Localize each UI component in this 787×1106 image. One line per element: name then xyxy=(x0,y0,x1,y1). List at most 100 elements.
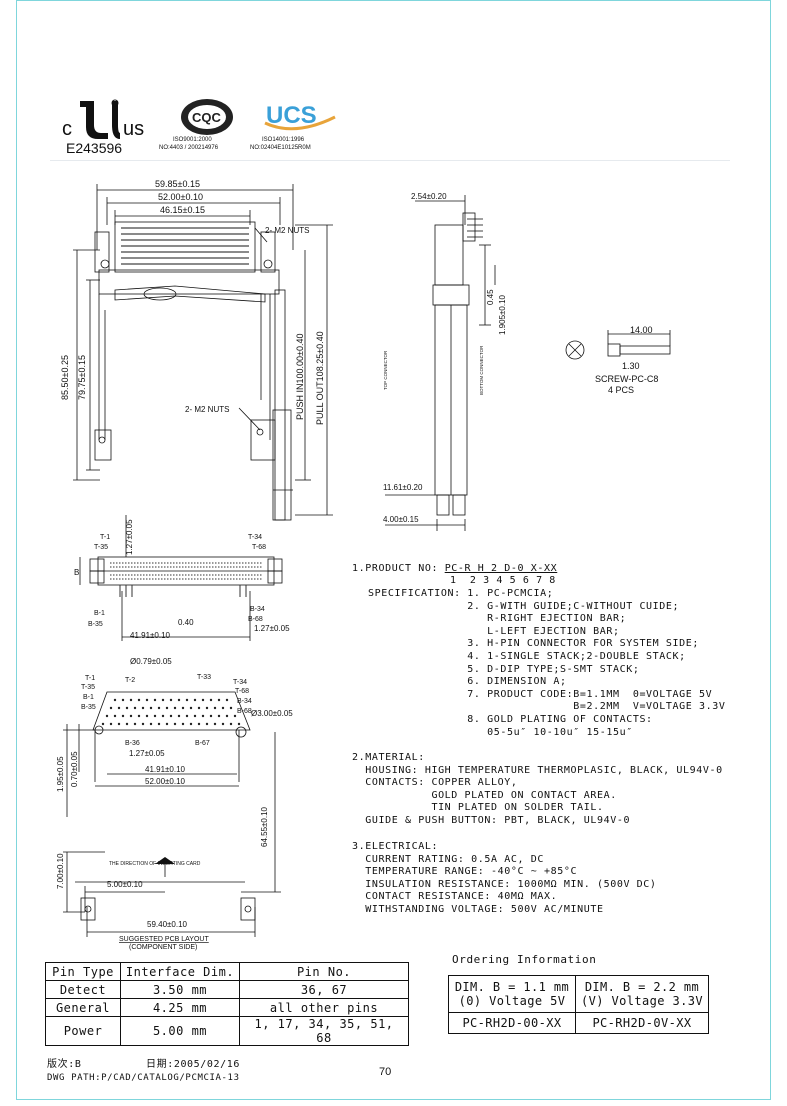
pcb-dim-500: 5.00±0.10 xyxy=(107,880,143,889)
front-dim-4191: 41.91±0.10 xyxy=(130,631,171,640)
pcb-b67: B-67 xyxy=(195,740,210,747)
table-cell: DIM. B = 2.2 mm(V) Voltage 3.3V xyxy=(575,975,709,1013)
ordering-col2-l2: (V) Voltage 3.3V xyxy=(581,994,703,1008)
product-no-code: PC-R H 2 D-0 X-XX xyxy=(444,563,558,574)
specification-list: SPECIFICATION: 1. PC-PCMCIA; 2. G-WITH G… xyxy=(368,588,726,739)
table-cell: Detect xyxy=(45,980,121,999)
pcb-dim-5940: 59.40±0.10 xyxy=(147,920,188,929)
electrical-line: INSULATION RESISTANCE: 1000MΩ MIN. (500V… xyxy=(352,878,657,890)
spec-line: 7. PRODUCT CODE:B=1.1MM 0=VOLTAGE 5V xyxy=(368,688,713,700)
height-7975: 79.75±0.15 xyxy=(77,355,87,400)
front-b-label: B xyxy=(74,568,79,577)
side-dim-045: 0.45 xyxy=(486,289,495,305)
pcb-dim-070: 0.70±0.05 xyxy=(70,751,79,787)
screw-length: 14.00 xyxy=(630,325,653,335)
spec-line: 4. 1-SINGLE STACK;2-DOUBLE STACK; xyxy=(368,650,686,662)
pcb-t68: T-68 xyxy=(235,688,249,695)
table-header-cell: Pin Type xyxy=(45,962,121,981)
material-section: 2.MATERIAL: HOUSING: HIGH TEMPERATURE TH… xyxy=(352,752,723,828)
pcb-caption-2: (COMPONENT SIDE) xyxy=(129,944,197,951)
electrical-title: 3.ELECTRICAL: xyxy=(352,841,439,852)
spec-line: 8. GOLD PLATING OF CONTACTS: xyxy=(368,713,653,725)
pcb-caption-1: SUGGESTED PCB LAYOUT xyxy=(119,936,209,943)
side-dim-400: 4.00±0.15 xyxy=(383,515,419,524)
footer-path: DWG PATH:P/CAD/CATALOG/PCMCIA-13 xyxy=(47,1073,240,1083)
pcb-dim-700: 7.00±0.10 xyxy=(56,853,65,889)
ucs-iso: ISO14001:1996 xyxy=(262,137,305,143)
ucs-mark: UCS xyxy=(266,102,317,129)
side-dim-1905: 1.905±0.10 xyxy=(498,294,507,335)
cqc-no: NO:4403 / 200214976 xyxy=(159,145,219,151)
spec-line: B=2.2MM V=VOLTAGE 3.3V xyxy=(368,701,726,713)
electrical-section: 3.ELECTRICAL: CURRENT RATING: 0.5A AC, D… xyxy=(352,841,657,917)
nuts-label-bottom: 2- M2 NUTS xyxy=(185,405,229,414)
pin-type-table: Pin Type Interface Dim. Pin No. Detect 3… xyxy=(45,962,409,1046)
electrical-line: TEMPERATURE RANGE: -40°C ~ +85°C xyxy=(352,866,578,878)
top-dim-5985: 59.85±0.15 xyxy=(155,179,200,189)
front-dim-040: 0.40 xyxy=(178,618,194,627)
ucs-logo-icon: UCS xyxy=(260,99,340,135)
nuts-label-top: 2- M2 NUTS xyxy=(265,226,309,235)
front-t68: T-68 xyxy=(252,544,266,551)
spec-line: 6. DIMENSION A; xyxy=(368,676,567,688)
spec-line: 5. D-DIP TYPE;S-SMT STACK; xyxy=(368,663,640,675)
footer-date: 日期:2005/02/16 xyxy=(146,1059,241,1070)
material-line: GUIDE & PUSH BUTTON: PBT, BLACK, UL94V-0 xyxy=(352,814,631,826)
footer-version: 版次:B xyxy=(47,1059,82,1070)
table-row: PC-RH2D-00-XX PC-RH2D-0V-XX xyxy=(448,1012,709,1034)
cqc-logo-icon: CQC xyxy=(181,99,233,135)
insert-direction-label: THE DIRECTION OF INSERTING CARD xyxy=(109,861,201,867)
top-view-drawing: 59.85±0.15 52.00±0.10 46.15±0.15 2- M2 N… xyxy=(60,179,333,521)
table-cell: PC-RH2D-0V-XX xyxy=(575,1012,709,1034)
top-dim-4615: 46.15±0.15 xyxy=(160,205,205,215)
pcb-layout-drawing: Ø0.79±0.05 T-1 T-35 B-1 B-35 T-2 T-33 T-… xyxy=(56,657,293,951)
pull-out-dim: PULL OUT108.25±0.40 xyxy=(315,331,325,425)
table-cell: 36, 67 xyxy=(239,980,409,999)
side-dim-1161: 11.61±0.20 xyxy=(383,483,423,492)
ordering-title: Ordering Information xyxy=(452,953,597,966)
pcb-dim-195: 1.95±0.05 xyxy=(56,756,65,792)
product-no-index: 1 2 3 4 5 6 7 8 xyxy=(450,575,556,586)
ordering-table: DIM. B = 1.1 mm(0) Voltage 5V DIM. B = 2… xyxy=(448,975,709,1034)
front-b35: B-35 xyxy=(88,621,103,628)
drawing-frame xyxy=(16,0,771,1100)
table-cell: General xyxy=(45,998,121,1017)
ucs-no: NO:02404E10125R0M xyxy=(250,145,311,151)
insert-direction-arrow-icon xyxy=(155,857,175,864)
electrical-line: WITHSTANDING VOLTAGE: 500V AC/MINUTE xyxy=(352,903,604,915)
electrical-line: CONTACT RESISTANCE: 40MΩ MAX. xyxy=(352,891,558,903)
front-t34: T-34 xyxy=(248,534,262,541)
ul-logo-icon: c us E243596 xyxy=(62,99,144,156)
table-row: DIM. B = 1.1 mm(0) Voltage 5V DIM. B = 2… xyxy=(448,975,709,1013)
spec-line: 3. H-PIN CONNECTOR FOR SYSTEM SIDE; xyxy=(368,638,700,650)
front-dim-127v: 1.27±0.05 xyxy=(125,519,134,555)
table-row: Power 5.00 mm 1, 17, 34, 35, 51, 68 xyxy=(45,1016,409,1046)
page-number: 70 xyxy=(379,1066,392,1078)
pcb-t34: T-34 xyxy=(233,679,247,686)
top-dim-5200: 52.00±0.10 xyxy=(158,192,203,202)
pcb-b36: B-36 xyxy=(125,740,140,747)
front-dim-127: 1.27±0.05 xyxy=(254,624,290,633)
pcb-b68: B-68 xyxy=(237,708,252,715)
screw-qty: 4 PCS xyxy=(608,385,634,395)
spec-line: R-RIGHT EJECTION BAR; xyxy=(368,613,627,625)
material-title: 2.MATERIAL: xyxy=(352,752,425,763)
spec-line: L-LEFT EJECTION BAR; xyxy=(368,625,620,637)
front-t1: T-1 xyxy=(100,534,110,541)
header-rule xyxy=(50,160,730,161)
cqc-iso: ISO9001:2000 xyxy=(173,137,212,143)
electrical-line: CURRENT RATING: 0.5A AC, DC xyxy=(352,853,544,865)
spec-line: 2. G-WITH GUIDE;C-WITHOUT CUIDE; xyxy=(368,600,680,612)
product-no-label: 1.PRODUCT NO: xyxy=(352,563,445,574)
front-view-drawing: 1.27±0.05 B T-1 T-35 T-34 T-68 B-1 B-35 … xyxy=(74,515,290,641)
bottom-connector-label: BOTTOM CONNECTOR xyxy=(479,345,484,395)
table-row: Detect 3.50 mm 36, 67 xyxy=(45,980,409,999)
pcb-b35: B-35 xyxy=(81,704,96,711)
ul-c-label: c xyxy=(62,118,72,140)
side-view-drawing: 2.54±0.20 0.45 1.905±0.10 TOP CONNECTOR … xyxy=(383,192,507,531)
pcb-dim-127: 1.27±0.05 xyxy=(129,749,165,758)
pcb-t2: T-2 xyxy=(125,677,135,684)
material-line: HOUSING: HIGH TEMPERATURE THERMOPLASIC, … xyxy=(352,764,723,776)
pcb-t1: T-1 xyxy=(85,675,95,682)
pcb-t33: T-33 xyxy=(197,674,211,681)
